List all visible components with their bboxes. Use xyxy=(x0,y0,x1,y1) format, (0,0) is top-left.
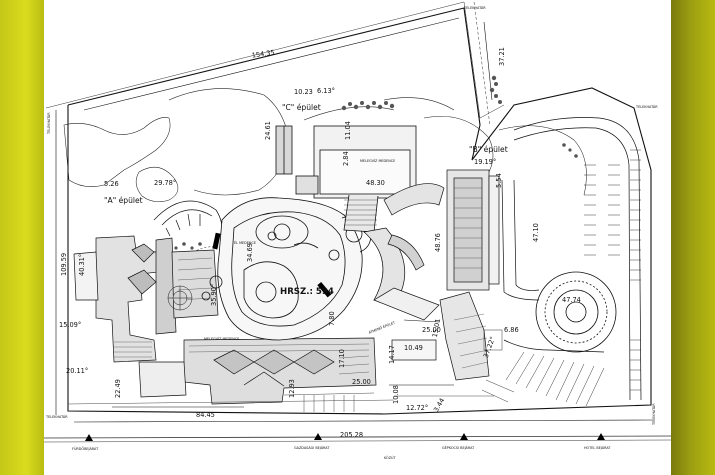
dim-47-74: 47.74 xyxy=(562,296,581,304)
left-olive-band xyxy=(0,0,44,475)
dim-109-59: 109.59 xyxy=(60,253,68,276)
building-b xyxy=(391,169,500,381)
entrance-markers xyxy=(85,433,605,441)
dim-12-93: 12.93 xyxy=(288,379,296,398)
building-a-label: "A" épület xyxy=(104,196,143,205)
dim-2-84: 2.84 xyxy=(342,151,350,166)
roundabout xyxy=(535,271,617,353)
hrsz-label: HRSZ.: 594 xyxy=(280,287,334,297)
atrium-label: ÁTMENŐ ÉPÜLET xyxy=(368,319,397,335)
dim-205-28: 205.28 xyxy=(340,431,363,439)
dim-37-21: 37.21 xyxy=(498,47,506,66)
dim-20-11: 20.11° xyxy=(66,367,88,375)
dim-6-13: 6.13° xyxy=(317,87,335,95)
entrance-3-label: GÉPKOCSI BEJÁRAT xyxy=(442,445,475,450)
dim-11-04: 11.04 xyxy=(344,121,352,140)
dim-15-01: 15.01 xyxy=(431,318,442,338)
dim-84-45: 84.45 xyxy=(196,411,215,419)
dim-15-09: 15.09° xyxy=(59,321,81,329)
dim-34-69: 34.69 xyxy=(246,243,254,262)
dim-3-44: 3.44 xyxy=(432,397,446,414)
road-label: KÖZÚT xyxy=(384,455,397,460)
building-c-label: "C" épület xyxy=(282,103,321,112)
parking-bays-lower xyxy=(481,329,605,407)
building-b-hatching xyxy=(453,187,489,369)
landscape-upper xyxy=(63,88,587,261)
access-road xyxy=(501,117,642,401)
dim-14-17: 14.17 xyxy=(388,345,396,364)
telekhatar-bottom-right: TELEKHATÁR xyxy=(651,403,656,426)
dim-12-72: 12.72° xyxy=(406,404,428,412)
telekhatar-bottom: TELEKHATÁR xyxy=(45,414,68,419)
dim-40-31: 40.31° xyxy=(78,254,86,276)
dim-7-80: 7.80 xyxy=(328,311,336,326)
outer-guide-lines xyxy=(44,1,671,443)
dim-25-00: 25.00 xyxy=(352,378,371,386)
building-c-stairs xyxy=(344,199,377,226)
dim-5-26: 5.26 xyxy=(104,180,119,188)
building-b-label: "B" épület xyxy=(469,145,508,154)
site-plan-drawing: "A" épület "C" épület "B" épület HRSZ.: … xyxy=(44,1,671,460)
central-pool-complex xyxy=(201,197,372,341)
dim-6-86: 6.86 xyxy=(504,326,519,334)
building-a-curved-wing xyxy=(153,200,223,239)
dim-17-10: 17.10 xyxy=(338,349,346,368)
dim-35-90: 35.90° xyxy=(210,284,218,306)
telekhatar-top: TELEKHATÁR xyxy=(463,5,486,10)
bottom-driveway xyxy=(67,392,494,412)
black-gate-markers xyxy=(212,232,332,298)
pool-c-area: 48.30 xyxy=(366,179,385,187)
telekhatar-left: TELEKHATÁR xyxy=(46,112,51,135)
right-olive-band xyxy=(671,0,715,475)
dim-24-61: 24.61 xyxy=(264,121,272,140)
dim-154-35: 154.35 xyxy=(251,49,275,60)
dim-29-78: 29.78° xyxy=(154,179,176,187)
dim-25-00b: 25.00 xyxy=(422,326,441,334)
pool-inner-label: MELEGVÍZ MEDENCE xyxy=(204,336,239,341)
pool-c-label: MELEGVÍZ MEDENCE xyxy=(360,158,395,163)
building-c xyxy=(275,125,417,233)
atrium-building xyxy=(363,183,445,321)
pool-el-label: ÉL MEDENCE xyxy=(234,240,256,245)
telekhatar-right: TELEKHATÁR xyxy=(635,104,658,109)
entrance-2-label: GAZDASÁGI BEJÁRAT xyxy=(294,445,330,450)
dim-10-49: 10.49 xyxy=(404,344,423,352)
building-a-hatching xyxy=(114,257,213,358)
site-plan-sheet: "A" épület "C" épület "B" épület HRSZ.: … xyxy=(44,0,671,475)
dim-48-76: 48.76 xyxy=(434,233,442,252)
dim-22-49: 22.49 xyxy=(114,379,122,398)
dim-19-19: 19.19° xyxy=(474,158,496,166)
dim-10-23: 10.23 xyxy=(294,88,313,96)
entrance-4-label: HOTEL BEJÁRAT xyxy=(584,445,611,450)
dimension-values: 154.35 37.21 10.23 6.13° 11.04 24.61 2.8… xyxy=(59,47,581,439)
building-bottom-wing xyxy=(138,337,377,405)
plot-boundary xyxy=(67,7,652,415)
text-labels: "A" épület "C" épület "B" épület HRSZ.: … xyxy=(45,5,658,460)
small-pavilion xyxy=(167,285,193,311)
bottom-wing-hatching xyxy=(188,343,370,375)
dim-5-54: 5.54 xyxy=(495,173,503,188)
dim-47-10: 47.10 xyxy=(532,223,540,242)
dim-10-08: 10.08 xyxy=(392,385,400,404)
parking-bays-right xyxy=(584,149,641,391)
entrance-1-label: FÜRDŐBEJÁRAT xyxy=(72,446,99,451)
